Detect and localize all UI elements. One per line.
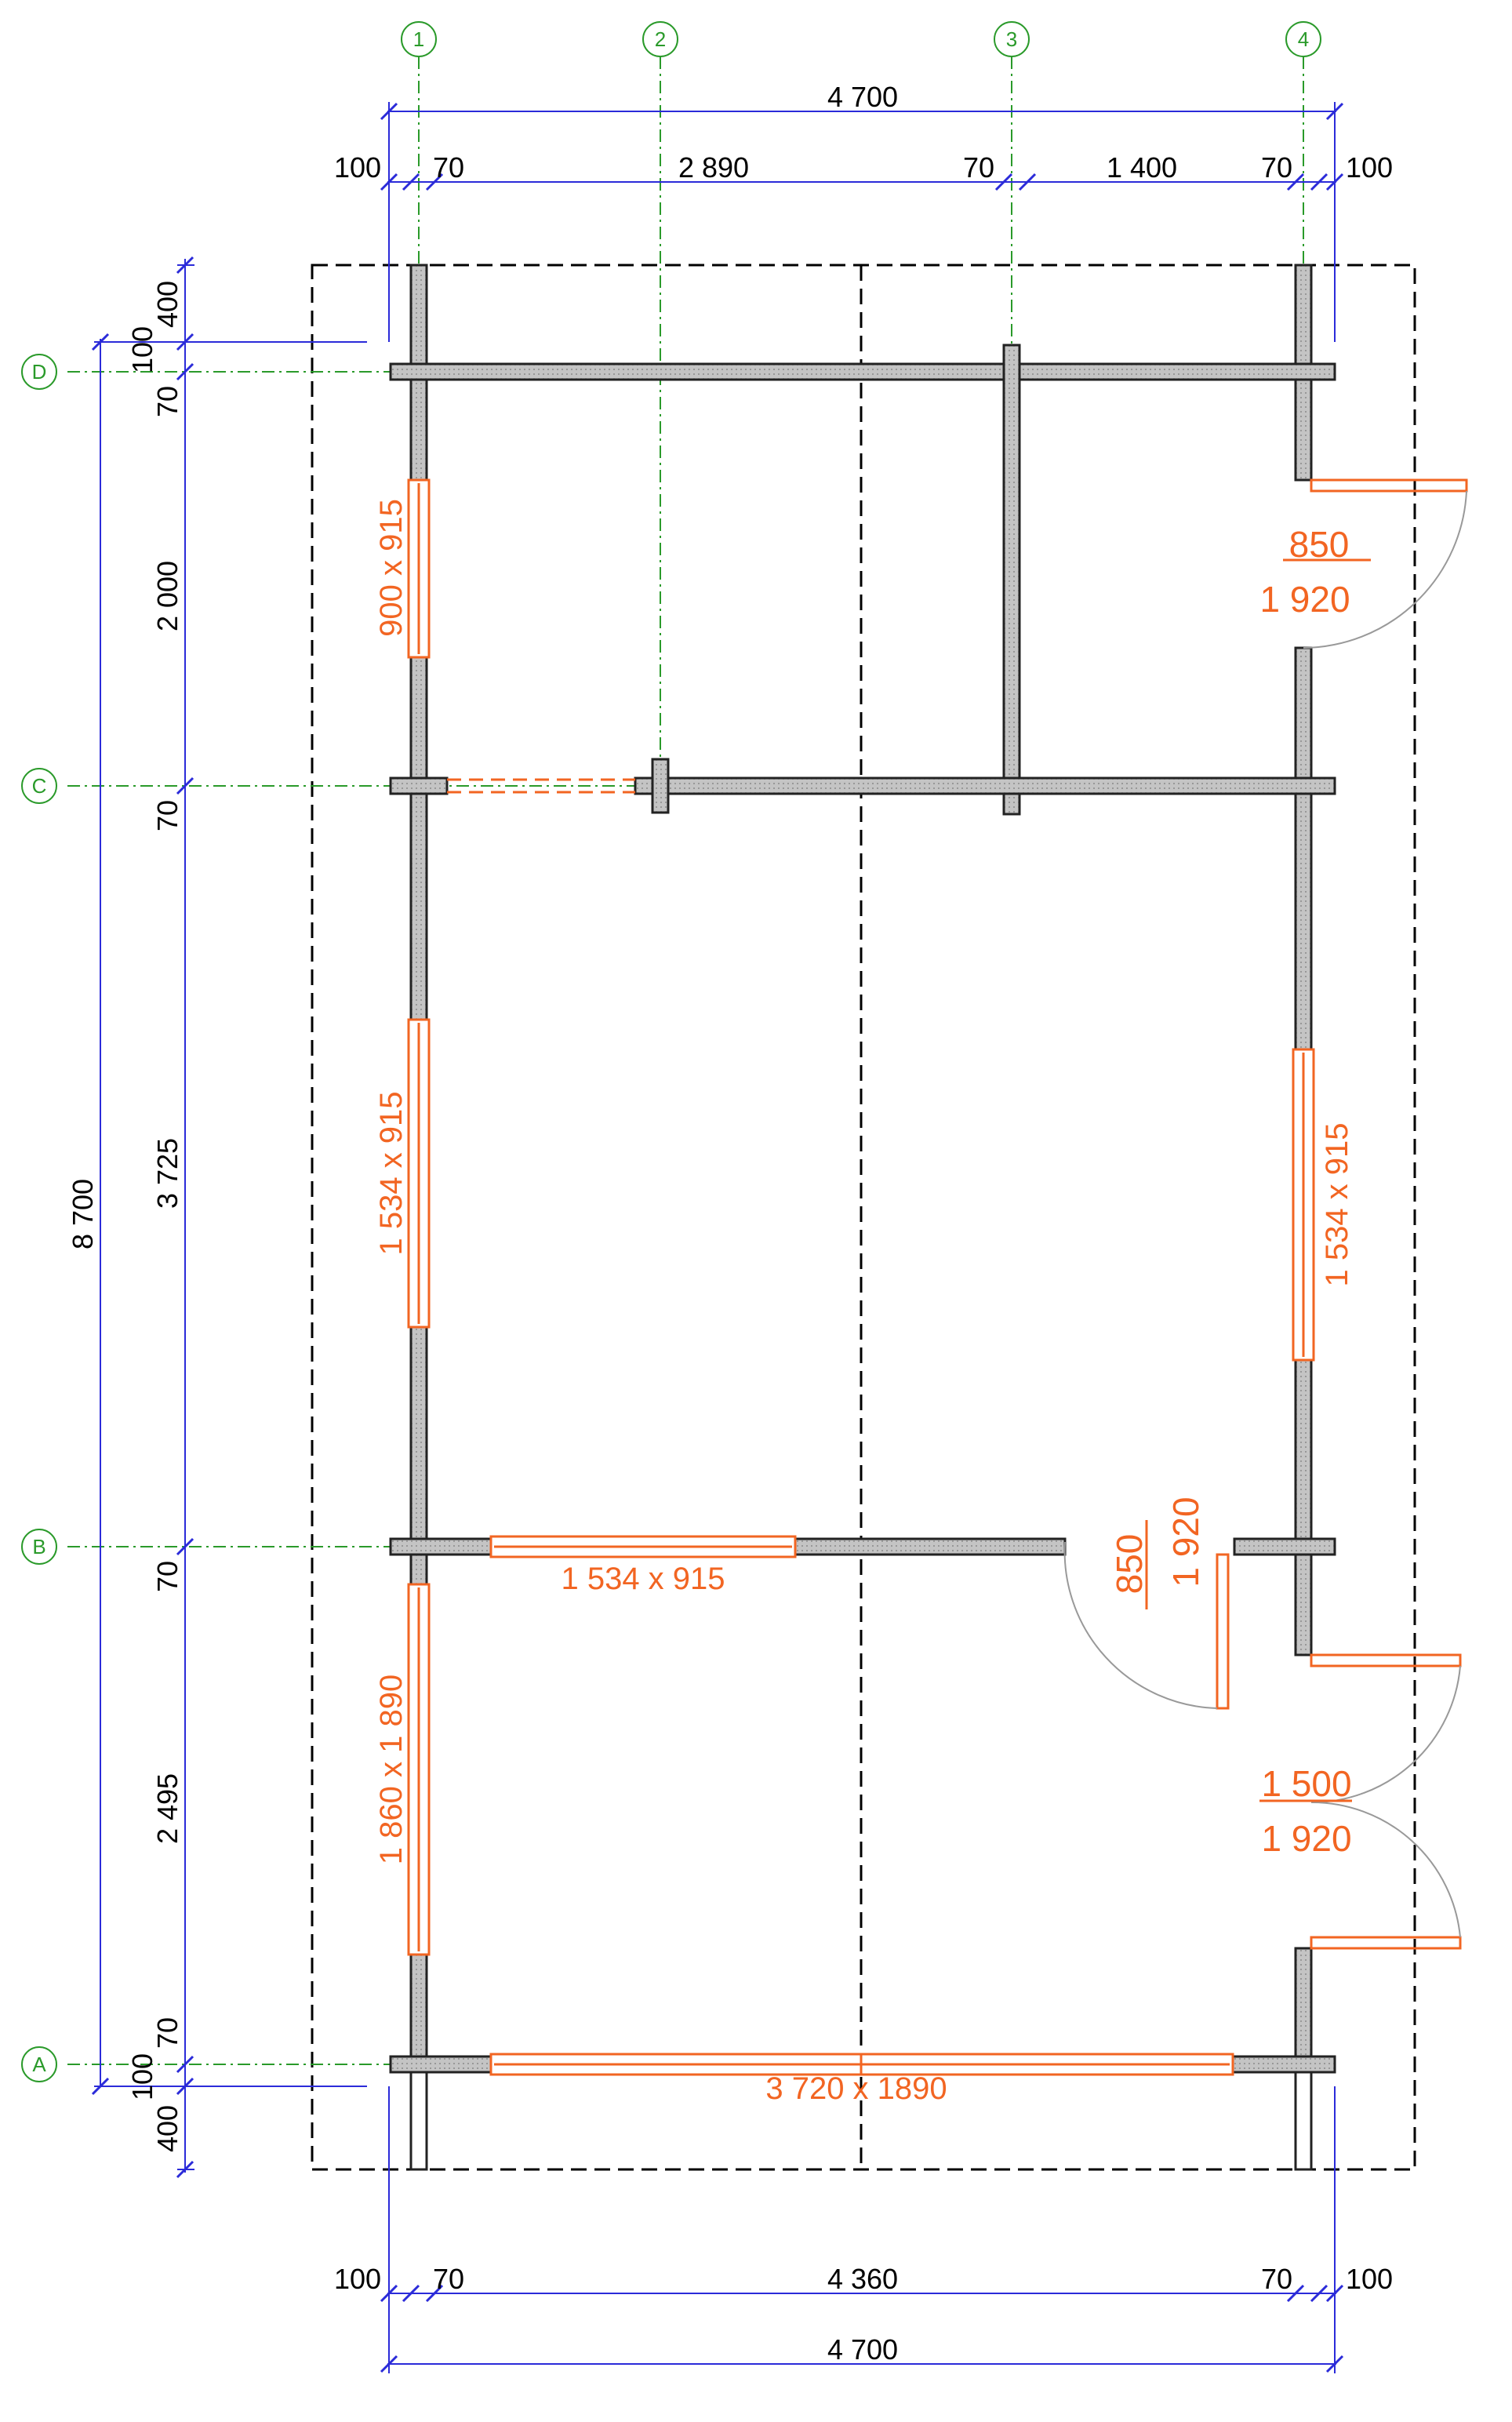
axis-bubble-d xyxy=(21,354,57,390)
wall-bottom-right xyxy=(1231,2055,1336,2074)
dim-left-6: 3 725 xyxy=(151,1138,184,1209)
door-double-top-swing xyxy=(1310,1665,1461,1804)
door-double-top-leaf xyxy=(1310,1653,1462,1667)
dim-left-10: 100 xyxy=(126,2053,158,2100)
opening-labels: 900 x 915 1 534 x 915 1 860 x 1 890 1 53… xyxy=(374,499,1371,2106)
label-door-top-right-width: 850 xyxy=(1289,524,1350,565)
dim-bottom-1: 100 xyxy=(334,2263,381,2295)
axis-label-1: 1 xyxy=(413,27,424,51)
dim-left-2: 100 xyxy=(126,326,158,373)
dim-left-8: 2 495 xyxy=(151,1773,184,1844)
dim-top-1: 100 xyxy=(334,151,381,184)
wall-inner-b-left xyxy=(389,1537,492,1556)
label-door-inner-width: 850 xyxy=(1109,1534,1150,1595)
axis-label-a: A xyxy=(32,2053,46,2076)
dim-left-total: 8 700 xyxy=(67,1179,99,1249)
axis-bubble-c xyxy=(21,768,57,804)
door-top-right-swing xyxy=(1303,490,1467,649)
axis-label-d: D xyxy=(32,360,47,384)
label-door-double-height: 1 920 xyxy=(1261,1818,1351,1859)
passage-c xyxy=(447,778,635,794)
axis-bubble-4 xyxy=(1285,21,1321,57)
dim-top-total: 4 700 xyxy=(827,81,898,113)
axis-label-4: 4 xyxy=(1298,27,1309,51)
roof-outline xyxy=(311,264,1416,2171)
wall-inner-b-mid xyxy=(794,1537,1067,1556)
dim-left-4: 2 000 xyxy=(151,561,184,631)
windows xyxy=(407,478,1315,2076)
wall-inner-c-right xyxy=(634,776,1336,795)
axis-label-3: 3 xyxy=(1006,27,1017,51)
axis-bubble-1 xyxy=(401,21,437,57)
label-door-double-width: 1 500 xyxy=(1261,1763,1351,1804)
axis-bubble-2 xyxy=(642,21,678,57)
dim-bottom-total: 4 700 xyxy=(827,2333,898,2366)
wall-top xyxy=(389,362,1336,381)
wall-right-1 xyxy=(1294,378,1313,482)
label-window-right: 1 534 x 915 xyxy=(1320,1122,1354,1286)
label-door-top-right-height: 1 920 xyxy=(1259,579,1350,620)
wall-ext-bottom-left xyxy=(409,2071,428,2171)
dimension-ticks xyxy=(91,102,1344,2373)
dimension-texts-top: 4 700 100 70 2 890 70 1 400 70 100 xyxy=(334,81,1393,184)
dim-left-7: 70 xyxy=(151,1561,184,1592)
grid-axis-bubbles xyxy=(21,21,1321,2082)
dimension-texts-left: 8 700 400 100 70 2 000 70 3 725 70 2 495… xyxy=(67,281,184,2152)
wall-right-3 xyxy=(1294,1358,1313,1656)
axis-bubble-a xyxy=(21,2046,57,2082)
label-window-bottom: 3 720 x 1890 xyxy=(765,2071,947,2106)
wall-ext-bottom-right xyxy=(1294,2071,1313,2171)
dim-left-9: 70 xyxy=(151,2017,184,2049)
wall-left-1 xyxy=(409,378,428,482)
wall-inner-c-left xyxy=(389,776,449,795)
dim-top-4: 70 xyxy=(963,151,994,184)
wall-inner-b-right xyxy=(1233,1537,1336,1556)
axis-bubble-b xyxy=(21,1529,57,1565)
dim-top-5: 1 400 xyxy=(1107,151,1177,184)
dim-left-11: 400 xyxy=(151,2105,184,2152)
dim-top-6: 70 xyxy=(1261,151,1292,184)
wall-post-axis2 xyxy=(651,758,670,814)
label-window-left-mid: 1 534 x 915 xyxy=(374,1091,409,1255)
wall-left-4 xyxy=(409,1953,428,2058)
dim-left-3: 70 xyxy=(151,386,184,417)
dim-bottom-3: 4 360 xyxy=(827,2263,898,2295)
dim-top-2: 70 xyxy=(433,151,464,184)
door-inner-leaf xyxy=(1216,1553,1230,1710)
dim-left-5: 70 xyxy=(151,800,184,831)
walls xyxy=(389,264,1336,2171)
wall-right-4 xyxy=(1294,1947,1313,2058)
wall-ext-top-right xyxy=(1294,264,1313,365)
dimension-texts-bottom: 100 70 4 360 70 100 4 700 xyxy=(334,2263,1393,2366)
grid-axis-lines xyxy=(67,56,1304,2065)
door-double-bottom-leaf xyxy=(1310,1936,1462,1950)
dim-left-1: 400 xyxy=(151,281,184,328)
doors xyxy=(1063,478,1468,1950)
wall-bottom-left xyxy=(389,2055,492,2074)
axis-label-b: B xyxy=(32,1535,45,1558)
dim-bottom-5: 100 xyxy=(1346,2263,1393,2295)
axis-bubble-3 xyxy=(994,21,1030,57)
wall-inner-axis3 xyxy=(1002,344,1021,816)
dim-bottom-2: 70 xyxy=(433,2263,464,2295)
door-double-bottom-swing xyxy=(1310,1801,1461,1938)
wall-right-2 xyxy=(1294,646,1313,1051)
dim-top-3: 2 890 xyxy=(678,151,749,184)
axis-label-2: 2 xyxy=(655,27,666,51)
axis-label-c: C xyxy=(32,774,47,798)
label-window-left-bottom: 1 860 x 1 890 xyxy=(374,1675,409,1864)
dimension-lines xyxy=(94,102,1336,2373)
label-window-left-top: 900 x 915 xyxy=(374,499,409,637)
dim-bottom-4: 70 xyxy=(1261,2263,1292,2295)
label-window-partition: 1 534 x 915 xyxy=(561,1562,725,1596)
label-door-inner-height: 1 920 xyxy=(1165,1496,1206,1587)
door-inner-swing xyxy=(1063,1541,1218,1709)
wall-left-2 xyxy=(409,656,428,1021)
grid-axis-labels: 1 2 3 4 D C B A xyxy=(32,27,1310,2076)
wall-ext-top-left xyxy=(409,264,428,365)
dim-top-7: 100 xyxy=(1346,151,1393,184)
door-top-right-leaf xyxy=(1310,478,1468,493)
